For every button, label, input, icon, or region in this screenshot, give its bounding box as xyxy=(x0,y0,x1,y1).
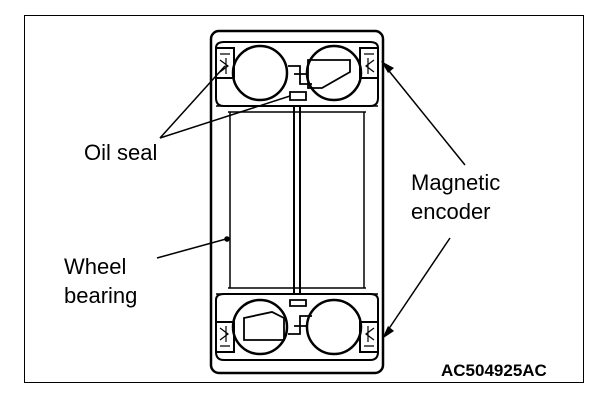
oil-seal-leader-2 xyxy=(159,95,291,139)
wheel-bearing-label-line1: Wheel xyxy=(64,254,127,279)
magnetic-encoder-label-line1: Magnetic xyxy=(411,170,501,195)
top-right-seal xyxy=(359,47,379,79)
wheel-bearing-leader xyxy=(156,238,227,259)
bottom-left-seal-detail xyxy=(219,326,230,347)
bottom-ring xyxy=(215,293,379,361)
bottom-left-seal xyxy=(215,321,235,353)
oil-seal-leader-1 xyxy=(159,65,226,139)
bottom-right-seal-detail xyxy=(364,326,375,347)
bottom-right-seal xyxy=(359,321,379,353)
top-cage xyxy=(288,65,312,101)
figure-code: AC504925AC xyxy=(441,361,547,380)
bottom-cage xyxy=(288,299,312,335)
top-right-ball xyxy=(305,44,363,102)
top-left-seal-detail xyxy=(219,53,230,74)
bottom-left-ball xyxy=(231,298,289,356)
bearing-housing xyxy=(209,29,385,375)
encoder-arrow-top-line xyxy=(384,65,466,166)
encoder-arrow-top-head xyxy=(381,61,394,73)
wheel-bearing-dot xyxy=(224,236,230,242)
wheel-bearing-label-line2: bearing xyxy=(64,283,138,308)
top-left-seal xyxy=(215,47,235,79)
top-right-seal-detail xyxy=(364,53,375,74)
magnetic-encoder-label-line2: encoder xyxy=(411,199,491,224)
top-left-ball xyxy=(231,44,289,102)
diagram-frame xyxy=(24,15,584,383)
encoder-arrow-bottom-line xyxy=(385,237,451,334)
top-seal-lip xyxy=(307,59,351,89)
top-ring xyxy=(215,41,379,107)
oil-seal-label: Oil seal xyxy=(84,140,158,165)
bottom-right-ball xyxy=(305,298,363,356)
bottom-seal-lip xyxy=(243,311,285,341)
encoder-arrow-bottom-head xyxy=(382,326,394,339)
